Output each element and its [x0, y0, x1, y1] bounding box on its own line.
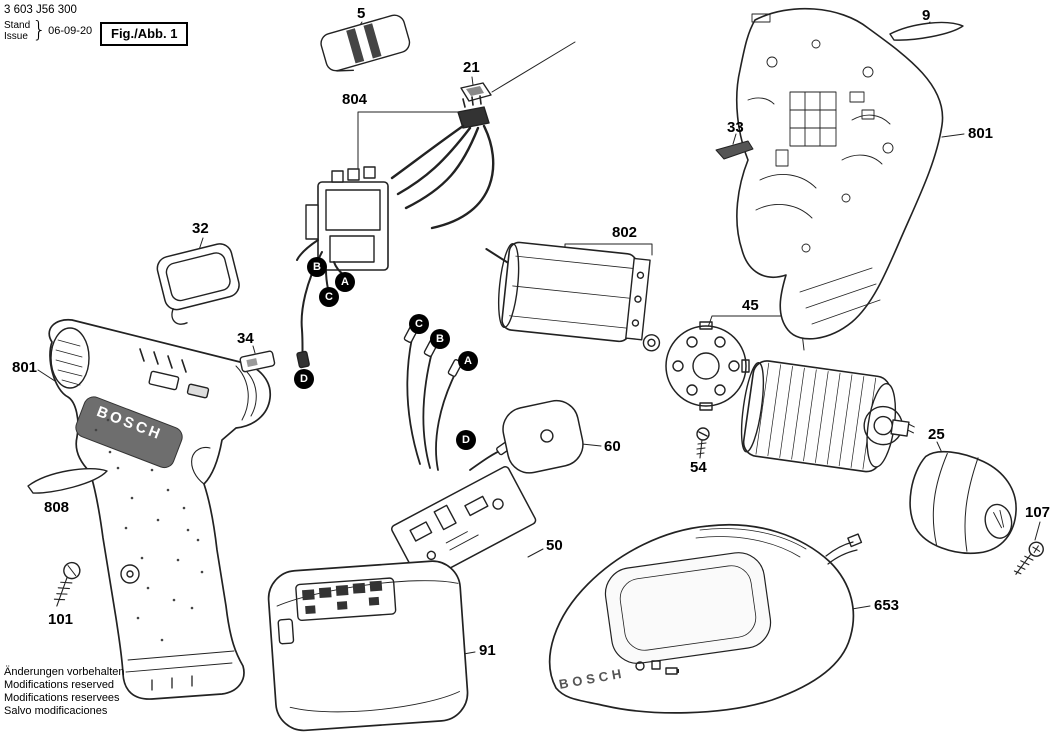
- housing-left-part: [48, 319, 271, 700]
- chuck-part: [909, 450, 1017, 555]
- callout-801-left: 801: [12, 359, 38, 376]
- issue-label: Issue: [4, 31, 28, 42]
- cover-part-32: [156, 243, 240, 325]
- wire-label-d-1: D: [294, 369, 314, 389]
- insert-part-34: [239, 350, 276, 373]
- switch-assembly-part: [296, 95, 495, 369]
- motor-part: [485, 241, 661, 352]
- callout-25: 25: [928, 426, 945, 443]
- spring-blade-part-808: [27, 468, 108, 494]
- callout-32: 32: [192, 220, 209, 237]
- callout-50: 50: [546, 537, 563, 554]
- wire-label-a-1: A: [335, 272, 355, 292]
- wire-label-c-1: C: [319, 287, 339, 307]
- wire-set: [403, 325, 512, 471]
- callout-33: 33: [727, 119, 744, 136]
- callout-60: 60: [604, 438, 621, 455]
- callout-107: 107: [1025, 504, 1051, 521]
- stand-issue-block: Stand Issue } 06-09-20: [4, 18, 93, 43]
- wire-label-c-2: C: [409, 314, 429, 334]
- document-number: 3 603 J56 300: [4, 4, 77, 16]
- clip-part-21: [460, 82, 492, 102]
- callout-45: 45: [742, 297, 759, 314]
- issue-date: 06-09-20: [48, 24, 93, 37]
- callout-804: 804: [342, 91, 368, 108]
- charger-part: [548, 523, 863, 714]
- callout-801-right: 801: [968, 125, 994, 142]
- footer-line-en: Modifications reserved: [4, 679, 115, 691]
- pad-part-60: [502, 399, 584, 474]
- wire-label-b-1: B: [307, 257, 327, 277]
- screw-part-101: [53, 561, 81, 607]
- battery-cover-part: [320, 14, 411, 72]
- callout-91: 91: [479, 642, 496, 659]
- screw-part-54: [696, 427, 710, 459]
- stand-label: Stand: [4, 20, 31, 31]
- bearing-plate-part: [665, 321, 750, 411]
- brace-glyph: }: [32, 18, 47, 43]
- figure-label: Fig./Abb. 1: [100, 22, 189, 46]
- gearbox-part: [740, 360, 915, 473]
- footer-notes: Änderungen vorbehalten Modifications res…: [4, 666, 124, 718]
- footer-line-es: Salvo modificaciones: [4, 705, 108, 717]
- callout-54: 54: [690, 459, 707, 476]
- screw-part-107: [1013, 541, 1044, 575]
- housing-right-part: [735, 7, 944, 340]
- battery-part: [267, 560, 469, 732]
- circuit-board-part: [391, 466, 537, 584]
- callout-101: 101: [48, 611, 74, 628]
- spring-blade-part-9: [889, 21, 964, 41]
- wire-label-a-2: A: [458, 351, 478, 371]
- clip-part-33: [715, 140, 754, 160]
- footer-line-fr: Modifications reservees: [4, 692, 120, 704]
- wire-label-d-2: D: [456, 430, 476, 450]
- callout-9: 9: [922, 7, 931, 24]
- callout-808: 808: [44, 499, 70, 516]
- wire-label-b-2: B: [430, 329, 450, 349]
- callout-5: 5: [357, 5, 366, 22]
- callout-34: 34: [237, 330, 254, 347]
- footer-line-de: Änderungen vorbehalten: [4, 666, 125, 678]
- callout-802: 802: [612, 224, 638, 241]
- callout-21: 21: [463, 59, 480, 76]
- callout-653: 653: [874, 597, 900, 614]
